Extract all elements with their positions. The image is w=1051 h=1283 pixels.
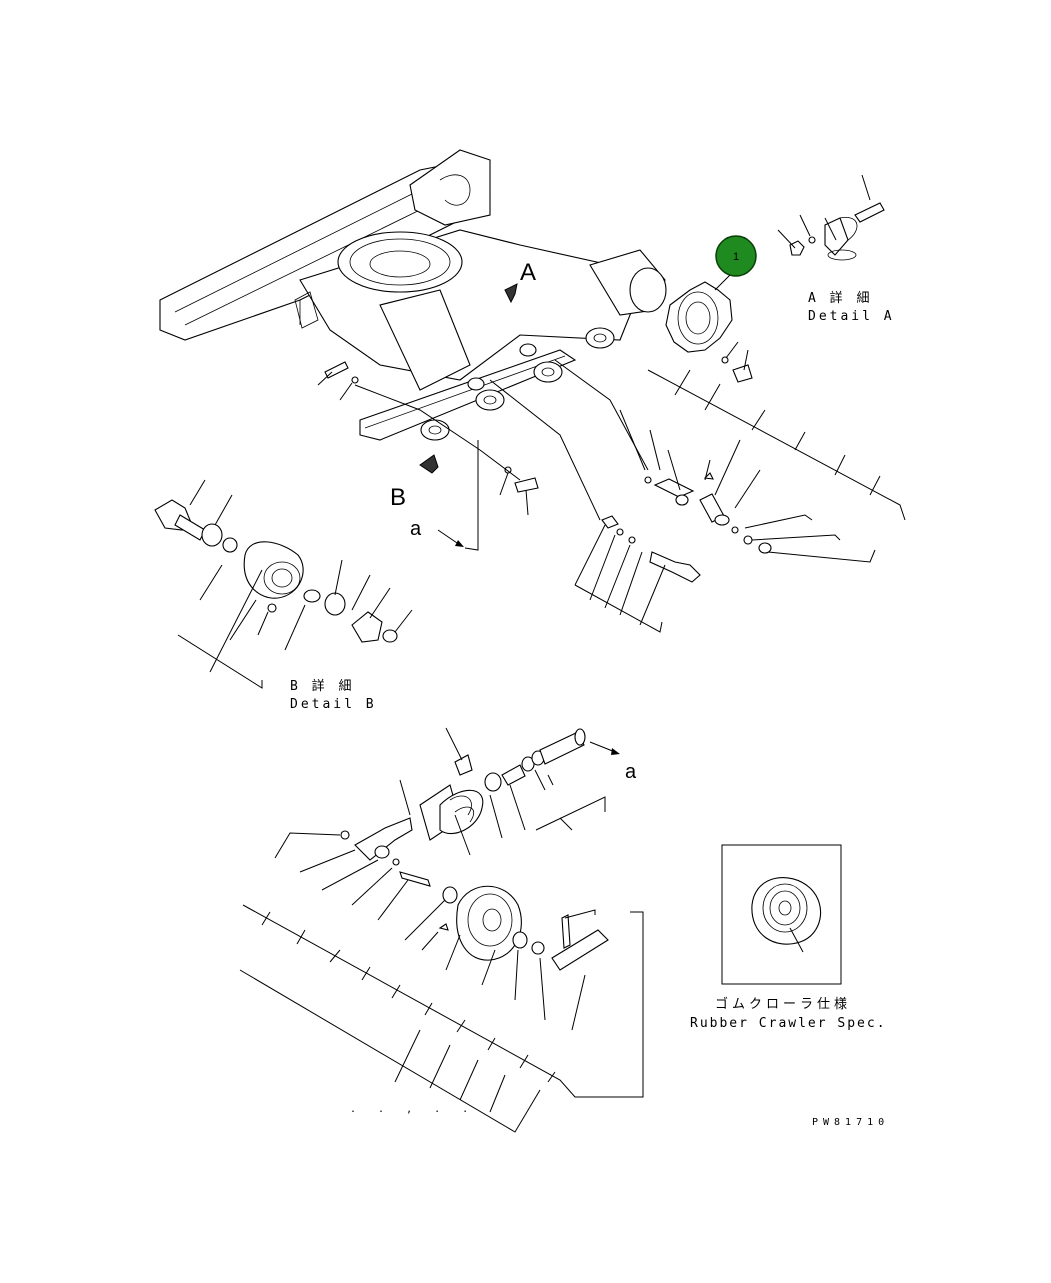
frame-bolts xyxy=(317,361,539,516)
detail-a-bolts xyxy=(789,202,885,261)
callout-number: 1 xyxy=(733,251,739,263)
arrow-label-a-top: a xyxy=(410,518,422,540)
rubber-crawler-jp-label: ゴムクローラ仕様 xyxy=(715,996,851,1012)
idler-wheel xyxy=(340,817,609,971)
rubber-crawler-inset xyxy=(721,844,842,985)
track-roller xyxy=(154,499,398,643)
detail-b-jp-label: B 詳 細 xyxy=(290,678,354,694)
recoil-spring-assembly xyxy=(419,727,586,841)
footer-marks: . . , . . xyxy=(350,1104,476,1115)
sprocket xyxy=(665,281,753,383)
frame-marker-b: B xyxy=(390,484,406,511)
recoil-leaders xyxy=(399,769,606,856)
detail-b-leaders xyxy=(177,479,413,689)
right-leader-group xyxy=(489,359,906,633)
detail-a-en-label: Detail A xyxy=(808,309,895,324)
drawing-code: PW81710 xyxy=(812,1117,889,1128)
idler-leaders xyxy=(239,832,644,1133)
arrow-label-a-bottom: a xyxy=(625,761,637,783)
track-frame: A xyxy=(159,149,667,474)
detail-a-jp-label: A 詳 細 xyxy=(808,290,872,306)
detail-a-leaders xyxy=(725,174,871,371)
detail-b-en-label: Detail B xyxy=(290,697,377,712)
idler-shaft-parts xyxy=(601,472,772,583)
callout-badge[interactable]: 1 xyxy=(715,235,757,277)
rubber-crawler-en-label: Rubber Crawler Spec. xyxy=(690,1016,887,1031)
frame-marker-a: A xyxy=(520,259,536,286)
